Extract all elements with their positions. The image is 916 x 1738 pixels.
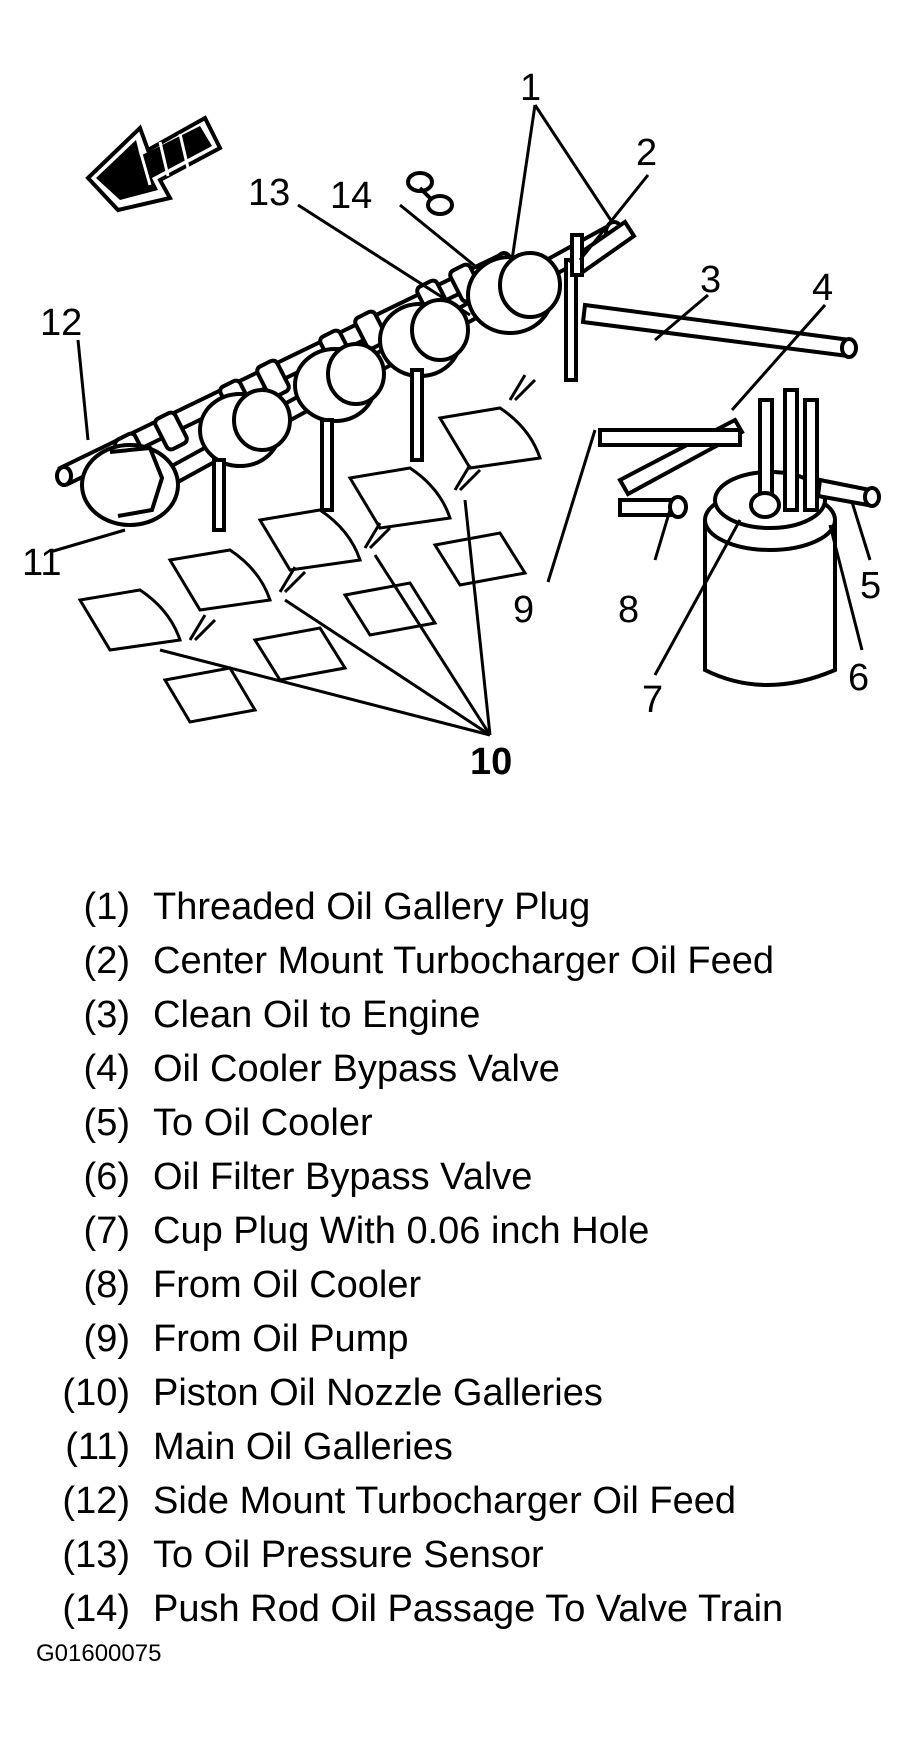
callout-13: 13 (248, 172, 290, 214)
main-oil-gallery (80, 220, 624, 527)
legend-description: Side Mount Turbocharger Oil Feed (153, 1480, 736, 1522)
piston-nozzle-saddles (77, 406, 542, 724)
legend-item: (10) Piston Oil Nozzle Galleries (40, 1366, 900, 1420)
legend-number: (6) (83, 1156, 130, 1198)
oil-filter-housing (598, 388, 881, 687)
legend-description: Piston Oil Nozzle Galleries (153, 1372, 603, 1414)
legend-description: To Oil Cooler (153, 1102, 373, 1144)
rocker-arm-icon (406, 171, 454, 216)
legend-item: (9) From Oil Pump (40, 1312, 900, 1366)
main-bearing-4 (378, 298, 470, 378)
main-bearing-1 (80, 443, 180, 527)
legend-description: Oil Cooler Bypass Valve (153, 1048, 560, 1090)
callout-6: 6 (848, 657, 869, 699)
legend-number: (1) (83, 886, 130, 928)
legend-item: (11) Main Oil Galleries (40, 1420, 900, 1474)
legend-item: (4) Oil Cooler Bypass Valve (40, 1042, 900, 1096)
legend-number: (7) (83, 1210, 130, 1252)
legend-number: (8) (83, 1264, 130, 1306)
legend-number: (13) (62, 1534, 130, 1576)
legend-description: Clean Oil to Engine (153, 994, 481, 1036)
legend-item: (13) To Oil Pressure Sensor (40, 1528, 900, 1582)
legend-item: (12) Side Mount Turbocharger Oil Feed (40, 1474, 900, 1528)
callout-11: 11 (22, 542, 61, 584)
legend-description: Main Oil Galleries (153, 1426, 453, 1468)
front-direction-arrow-icon (85, 115, 223, 213)
legend-description: To Oil Pressure Sensor (153, 1534, 544, 1576)
legend-item: (8) From Oil Cooler (40, 1258, 900, 1312)
legend-description: From Oil Pump (153, 1318, 409, 1360)
nozzle-spray-marks (188, 374, 537, 642)
clean-oil-pipe (580, 302, 858, 359)
callout-3: 3 (700, 259, 721, 301)
legend-number: (11) (65, 1426, 130, 1468)
legend-number: (12) (62, 1480, 130, 1522)
legend-number: (3) (83, 994, 130, 1036)
callout-7: 7 (642, 679, 663, 721)
oil-flow-diagram: 1 2 3 4 5 6 7 8 9 10 11 12 13 14 (22, 67, 881, 783)
callout-9: 9 (513, 589, 534, 631)
legend-number: (9) (83, 1318, 130, 1360)
legend-description: Threaded Oil Gallery Plug (153, 886, 591, 928)
callout-4: 4 (812, 267, 833, 309)
legend-item: (2) Center Mount Turbocharger Oil Feed (40, 934, 900, 988)
legend-number: (14) (62, 1588, 130, 1630)
callout-8: 8 (618, 589, 639, 631)
callout-10: 10 (470, 741, 512, 783)
legend-number: (5) (83, 1102, 130, 1144)
legend-item: (1) Threaded Oil Gallery Plug (40, 880, 900, 934)
main-bearing-2 (198, 388, 292, 468)
main-bearing-5 (466, 251, 562, 335)
legend-description: Oil Filter Bypass Valve (153, 1156, 533, 1198)
legend-number: (4) (83, 1048, 130, 1090)
legend-number: (2) (83, 940, 130, 982)
legend-item: (3) Clean Oil to Engine (40, 988, 900, 1042)
legend-item: (5) To Oil Cooler (40, 1096, 900, 1150)
callout-5: 5 (860, 565, 881, 607)
legend-item: (14) Push Rod Oil Passage To Valve Train (40, 1582, 900, 1636)
callout-14: 14 (330, 175, 372, 217)
callout-1: 1 (520, 67, 541, 109)
callout-12: 12 (40, 302, 82, 344)
legend-item: (7) Cup Plug With 0.06 inch Hole (40, 1204, 900, 1258)
figure-id: G01600075 (36, 1640, 162, 1667)
legend-item: (6) Oil Filter Bypass Valve (40, 1150, 900, 1204)
legend-description: From Oil Cooler (153, 1264, 422, 1306)
callout-2: 2 (636, 132, 657, 174)
legend-description: Center Mount Turbocharger Oil Feed (153, 940, 774, 982)
main-bearing-3 (293, 342, 386, 423)
leader-lines (49, 104, 872, 737)
legend-number: (10) (62, 1372, 130, 1414)
parts-legend: (1) Threaded Oil Gallery Plug (2) Center M… (40, 880, 900, 1636)
legend-description: Push Rod Oil Passage To Valve Train (153, 1588, 784, 1630)
legend-description: Cup Plug With 0.06 inch Hole (153, 1210, 650, 1252)
center-turbo-feed (567, 219, 637, 277)
piston-feed-tubes (212, 258, 578, 532)
